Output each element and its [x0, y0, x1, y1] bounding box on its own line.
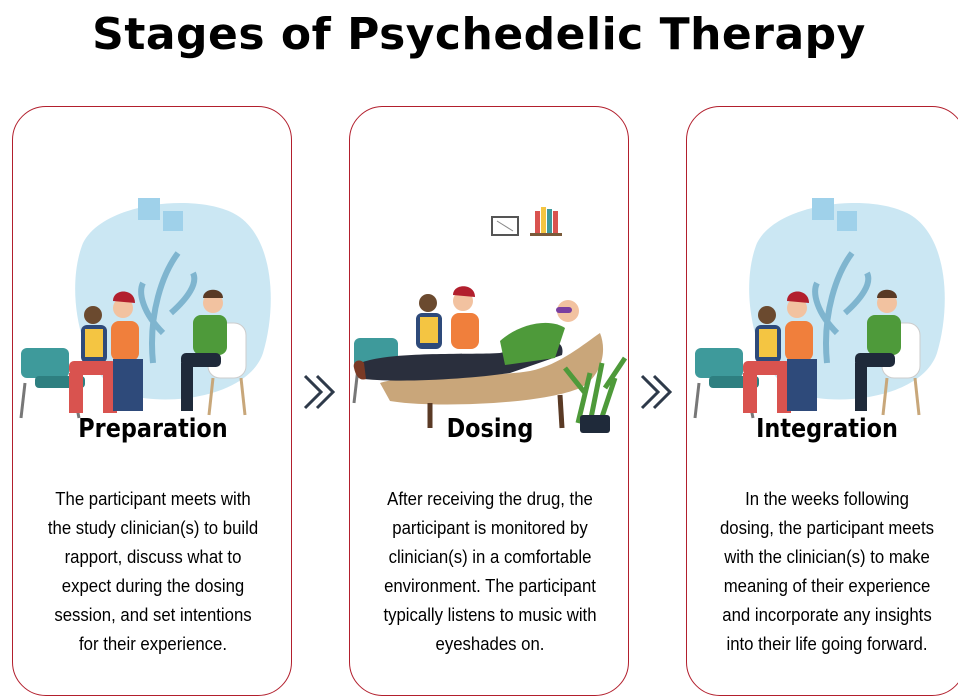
description-line: participant is monitored by [392, 518, 588, 538]
stage-heading: Preparation [78, 414, 228, 444]
dosing-illustration [352, 207, 628, 433]
description-line: with the clinician(s) to make [724, 547, 930, 567]
description-line: environment. The participant [384, 576, 596, 596]
description-line: for their experience. [79, 634, 227, 654]
description-line: The participant meets with [55, 489, 251, 509]
stage-card-preparation: Preparation The participant meets with t… [12, 106, 292, 696]
description-line: meaning of their experience [723, 576, 931, 596]
description-line: After receiving the drug, the [387, 489, 593, 509]
stage-card-integration: Integration In the weeks following dosin… [686, 106, 958, 696]
stage-description: In the weeks following dosing, the parti… [704, 485, 950, 659]
description-line: In the weeks following [745, 489, 909, 509]
stage-card-dosing: Dosing After receiving the drug, the par… [349, 106, 629, 696]
preparation-illustration [19, 198, 271, 419]
description-line: and incorporate any insights [722, 605, 932, 625]
page-title: Stages of Psychedelic Therapy [92, 9, 866, 60]
description-line: the study clinician(s) to build [47, 518, 259, 538]
stage-description: The participant meets with the study cli… [30, 485, 276, 659]
stage-description: After receiving the drug, the participan… [367, 485, 613, 659]
double-chevron-right-icon [303, 374, 336, 410]
description-line: into their life going forward. [726, 634, 928, 654]
stage-heading: Integration [756, 414, 898, 444]
description-line: typically listens to music with [383, 605, 597, 625]
description-line: rapport, discuss what to [64, 547, 242, 567]
description-line: eyeshades on. [435, 634, 545, 654]
integration-illustration [693, 198, 945, 419]
stage-heading: Dosing [446, 414, 534, 444]
description-line: dosing, the participant meets [719, 518, 935, 538]
description-line: session, and set intentions [54, 605, 252, 625]
description-line: expect during the dosing [61, 576, 245, 596]
description-line: clinician(s) in a comfortable [388, 547, 592, 567]
double-chevron-right-icon [640, 374, 673, 410]
